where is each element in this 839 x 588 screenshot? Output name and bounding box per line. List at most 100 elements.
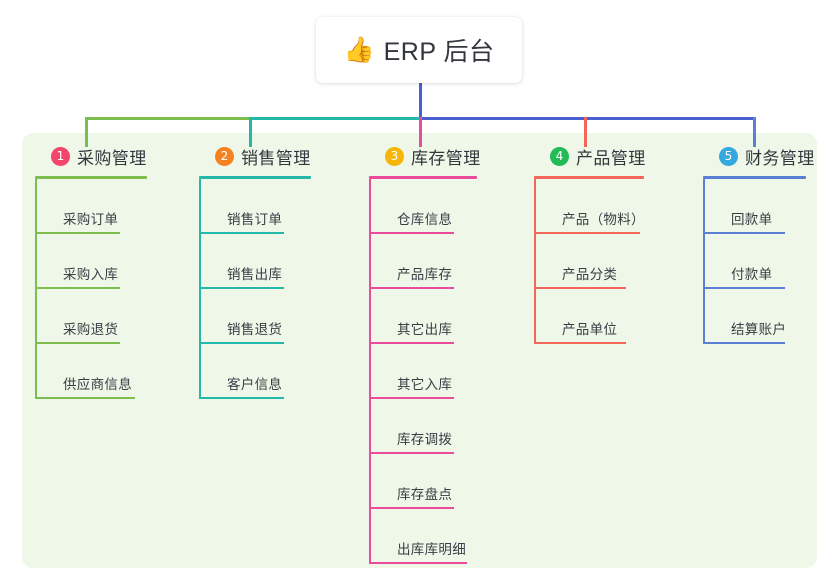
list-item-rule xyxy=(199,287,284,289)
list-item[interactable]: 产品（物料） xyxy=(534,179,646,234)
list-item-label: 回款单 xyxy=(731,212,773,227)
list-item-rule xyxy=(703,232,785,234)
list-item-rule xyxy=(534,287,626,289)
list-item[interactable]: 产品单位 xyxy=(534,289,646,344)
root-stem-line xyxy=(419,83,422,119)
list-item-rule xyxy=(35,397,135,399)
list-item[interactable]: 库存调拨 xyxy=(369,399,481,454)
list-item[interactable]: 销售出库 xyxy=(199,234,311,289)
list-item[interactable]: 结算账户 xyxy=(703,289,815,344)
list-item-rule xyxy=(534,232,640,234)
list-item-rule xyxy=(369,397,454,399)
list-item-label: 销售订单 xyxy=(227,212,283,227)
column-header-5[interactable]: 5 财务管理 xyxy=(703,143,815,169)
diagram-panel-background xyxy=(22,133,817,568)
list-item[interactable]: 采购退货 xyxy=(35,289,147,344)
list-item-label: 销售退货 xyxy=(227,322,283,337)
column-header-2[interactable]: 2 销售管理 xyxy=(199,143,311,169)
list-item[interactable]: 采购订单 xyxy=(35,179,147,234)
list-item-label: 出库库明细 xyxy=(397,542,466,557)
list-item-rule xyxy=(199,232,284,234)
list-item[interactable]: 库存盘点 xyxy=(369,454,481,509)
column-spine-3 xyxy=(369,179,371,564)
list-item-label: 产品分类 xyxy=(562,267,618,282)
list-item[interactable]: 仓库信息 xyxy=(369,179,481,234)
list-item-label: 其它入库 xyxy=(397,377,453,392)
column-title-4: 产品管理 xyxy=(576,148,646,168)
column-header-rule-1 xyxy=(35,176,147,179)
column-title-2: 销售管理 xyxy=(241,148,311,168)
list-item-rule xyxy=(369,287,454,289)
column-title-5: 财务管理 xyxy=(745,148,815,168)
column-items-3: 仓库信息产品库存其它出库其它入库库存调拨库存盘点出库库明细 xyxy=(369,179,481,564)
column-spine-4 xyxy=(534,179,536,344)
list-item[interactable]: 销售订单 xyxy=(199,179,311,234)
column-spine-1 xyxy=(35,179,37,399)
bus-line-segment-1 xyxy=(85,117,251,120)
list-item-rule xyxy=(35,342,120,344)
list-item-label: 付款单 xyxy=(731,267,773,282)
column-header-rule-3 xyxy=(369,176,477,179)
list-item[interactable]: 供应商信息 xyxy=(35,344,147,399)
list-item[interactable]: 产品库存 xyxy=(369,234,481,289)
list-item-label: 库存调拨 xyxy=(397,432,453,447)
list-item[interactable]: 采购入库 xyxy=(35,234,147,289)
list-item-rule xyxy=(369,232,454,234)
drop-line-column-4 xyxy=(584,117,587,147)
list-item-label: 销售出库 xyxy=(227,267,283,282)
column-badge-3: 3 xyxy=(385,146,404,166)
column-header-rule-4 xyxy=(534,176,644,179)
list-item[interactable]: 回款单 xyxy=(703,179,815,234)
drop-line-column-2 xyxy=(249,117,252,147)
column-header-rule-5 xyxy=(703,176,806,179)
drop-line-column-5 xyxy=(753,117,756,147)
list-item[interactable]: 客户信息 xyxy=(199,344,311,399)
thumbs-up-icon: 👍 xyxy=(343,35,375,64)
column-badge-2: 2 xyxy=(215,146,234,166)
column-title-3: 库存管理 xyxy=(411,148,481,168)
list-item-label: 产品（物料） xyxy=(562,212,645,227)
column-spine-5 xyxy=(703,179,705,344)
column-badge-1: 1 xyxy=(51,146,70,166)
list-item-label: 产品单位 xyxy=(562,322,618,337)
list-item-rule xyxy=(369,452,454,454)
list-item-label: 产品库存 xyxy=(397,267,453,282)
list-item-label: 客户信息 xyxy=(227,377,283,392)
drop-line-column-3 xyxy=(419,117,422,147)
bus-line-segment-3 xyxy=(419,117,756,120)
column-items-2: 销售订单销售出库销售退货客户信息 xyxy=(199,179,311,399)
list-item-rule xyxy=(369,342,454,344)
list-item[interactable]: 付款单 xyxy=(703,234,815,289)
list-item[interactable]: 其它出库 xyxy=(369,289,481,344)
list-item-rule xyxy=(199,342,284,344)
column-header-3[interactable]: 3 库存管理 xyxy=(369,143,481,169)
list-item[interactable]: 出库库明细 xyxy=(369,509,481,564)
list-item-rule xyxy=(199,397,284,399)
list-item-label: 仓库信息 xyxy=(397,212,453,227)
column-badge-5: 5 xyxy=(719,146,738,166)
list-item-label: 采购退货 xyxy=(63,322,119,337)
column-header-rule-2 xyxy=(199,176,311,179)
column-3: 3 库存管理仓库信息产品库存其它出库其它入库库存调拨库存盘点出库库明细 xyxy=(369,143,481,564)
list-item-label: 供应商信息 xyxy=(63,377,132,392)
drop-line-column-1 xyxy=(85,117,88,147)
list-item[interactable]: 产品分类 xyxy=(534,234,646,289)
list-item-label: 结算账户 xyxy=(731,322,787,337)
list-item-label: 采购订单 xyxy=(63,212,119,227)
column-items-1: 采购订单采购入库采购退货供应商信息 xyxy=(35,179,147,399)
column-spine-2 xyxy=(199,179,201,399)
list-item[interactable]: 销售退货 xyxy=(199,289,311,344)
bus-line-segment-2 xyxy=(249,117,421,120)
list-item-label: 采购入库 xyxy=(63,267,119,282)
list-item-rule xyxy=(703,342,785,344)
list-item[interactable]: 其它入库 xyxy=(369,344,481,399)
root-node-card[interactable]: 👍ERP 后台 xyxy=(316,17,522,83)
list-item-rule xyxy=(35,232,120,234)
list-item-rule xyxy=(369,507,454,509)
list-item-rule xyxy=(369,562,467,564)
